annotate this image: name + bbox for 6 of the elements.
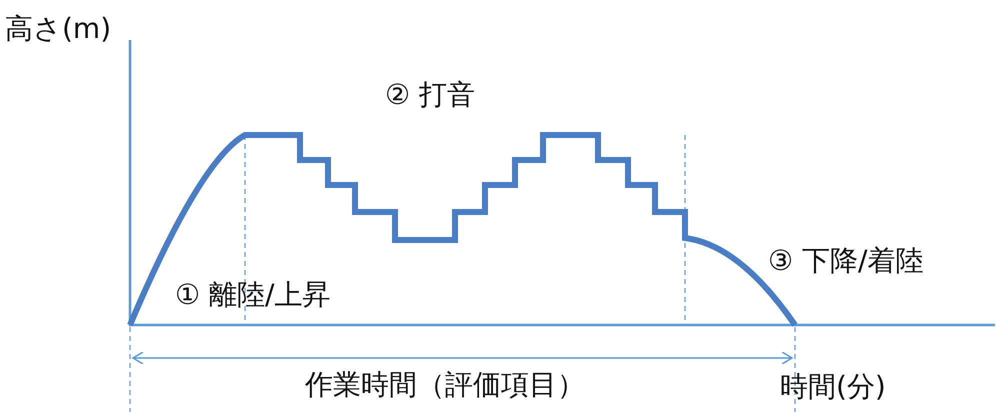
dimension-label: 作業時間（評価項目） (305, 368, 585, 402)
phase-label: ① 離陸/上昇 (175, 278, 330, 312)
axis-label: 時間(分) (780, 370, 886, 404)
phase-label: ③ 下降/着陸 (768, 244, 924, 278)
axis-label: 高さ(m) (5, 12, 112, 46)
phase-label: ② 打音 (385, 78, 476, 112)
